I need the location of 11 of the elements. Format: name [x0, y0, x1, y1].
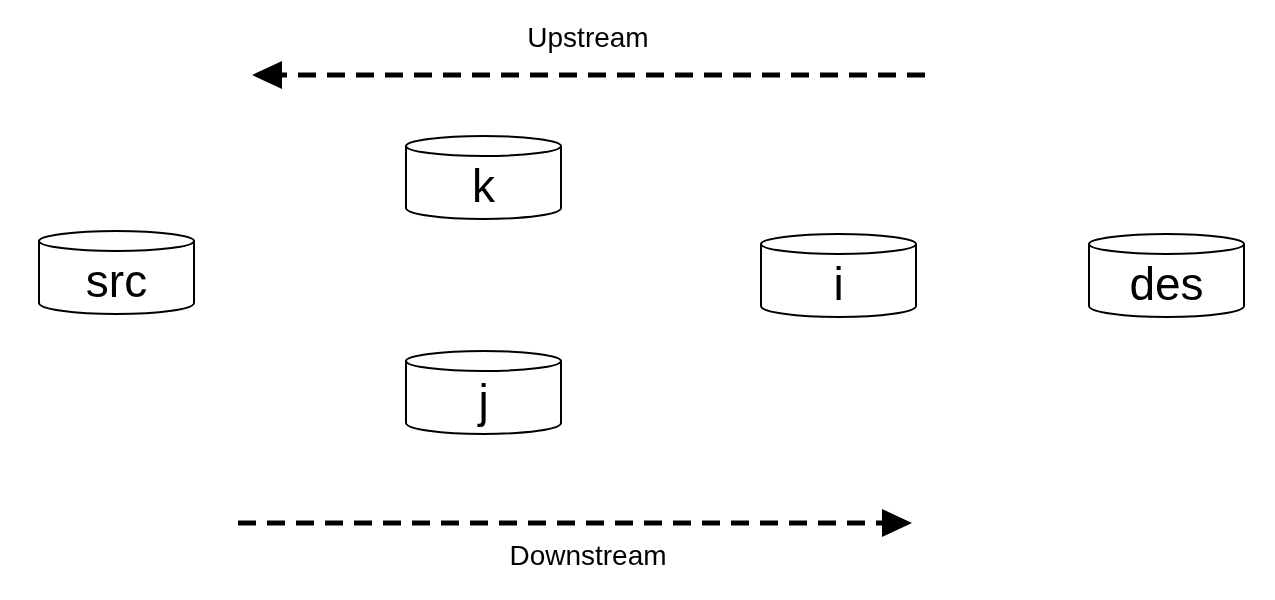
cylinder-node — [760, 233, 917, 317]
node-label: src — [84, 258, 149, 304]
node-label: k — [471, 163, 496, 209]
direction-label: Downstream — [509, 540, 667, 572]
cylinder-node — [405, 135, 562, 219]
cylinder-node — [38, 230, 195, 314]
cylinder-node — [1088, 233, 1245, 317]
cylinder-node — [405, 350, 562, 434]
direction-label: Upstream — [527, 22, 649, 54]
node-label: des — [1128, 261, 1205, 307]
node-label: i — [832, 261, 845, 307]
